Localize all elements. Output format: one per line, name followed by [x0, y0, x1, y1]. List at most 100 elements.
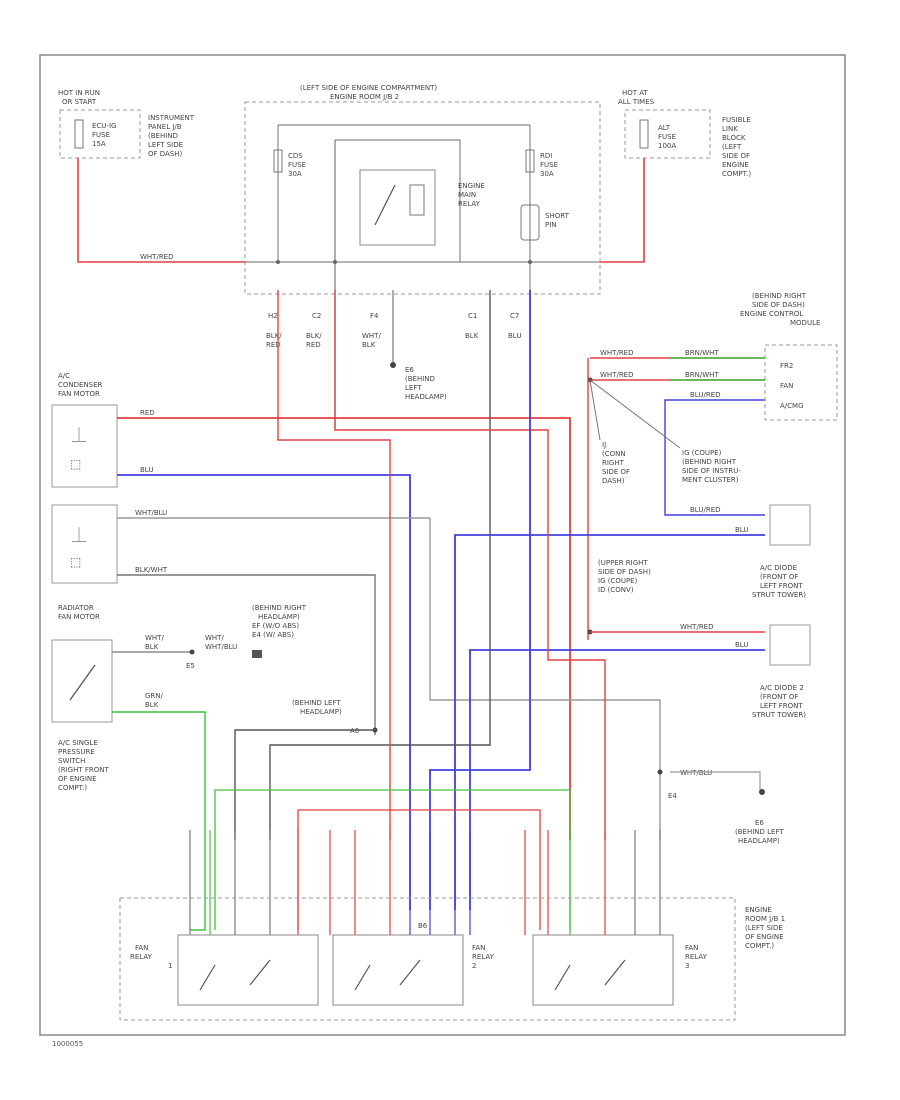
acsw-4: (RIGHT FRONT	[58, 766, 109, 774]
upper-right-2: SIDE OF DASH)	[598, 568, 651, 576]
wire-grn-blk-b: BLK	[145, 701, 159, 709]
fusible-6: ENGINE	[722, 161, 749, 169]
e6-top-1: E6	[405, 366, 414, 374]
wire-wht-red-ecm2: WHT/RED	[600, 371, 634, 379]
ig-4: MENT CLUSTER)	[682, 476, 739, 484]
hot-run-line-2: OR START	[62, 98, 97, 106]
fr1-2: RELAY	[130, 953, 153, 961]
fan-motor-2-box: ⏊ ⬚	[51, 504, 118, 584]
fan-relay-3	[532, 934, 674, 1006]
rdi-fuse-2: FUSE	[540, 161, 558, 169]
ij-5: DASH)	[602, 477, 625, 485]
pin-c7: C7	[510, 312, 519, 320]
diode1-connector	[769, 504, 811, 546]
erjb1-3: (LEFT SIDE	[745, 924, 783, 932]
short-pin-1: SHORT	[545, 212, 570, 220]
hot-at-2: ALL TIMES	[618, 98, 655, 106]
junction-e4	[657, 769, 663, 775]
wire-wht-blk-rad-a: WHT/	[145, 634, 164, 642]
inst-panel-3: (BEHIND	[148, 132, 178, 140]
ecm-2: SIDE OF DASH)	[752, 301, 805, 309]
svg-text:⏊: ⏊	[72, 427, 86, 444]
wire-blu-red-ecm: BLU/RED	[690, 391, 721, 399]
upper-right-3: IG (COUPE)	[598, 577, 638, 585]
erjb1-4: OF ENGINE	[745, 933, 784, 941]
fr2-2: RELAY	[472, 953, 495, 961]
fusible-5: SIDE OF	[722, 152, 750, 160]
engine-control-module: (BEHIND RIGHT SIDE OF DASH) ENGINE CONTR…	[740, 292, 838, 421]
pin-h2: H2	[268, 312, 278, 320]
wire-brn-wht-ecm2: BRN/WHT	[685, 371, 719, 379]
wire-wht-blu-1: WHT/BLU	[135, 509, 167, 517]
brh-4: E4 (W/ ABS)	[252, 631, 294, 639]
top-pin-row: H2 C2 F4 C1 C7 BLK/ RED BLK/ RED WHT/ BL…	[266, 312, 521, 349]
e6-top-3: LEFT	[405, 384, 422, 392]
wire-wht-blk-b: BLK	[362, 341, 376, 349]
ecm-3: ENGINE CONTROL	[740, 310, 803, 318]
diagram-border	[39, 54, 846, 1036]
pin-b6: B6	[418, 922, 428, 930]
hot-run-line-1: HOT IN RUN	[58, 89, 100, 97]
wire-blk-red-2b: RED	[306, 341, 321, 349]
acc-1: A/C	[58, 372, 70, 380]
wire-blu-d2: BLU	[735, 641, 748, 649]
emr-2: MAIN	[458, 191, 476, 199]
ecu-fuse-1: ECU-IG	[92, 122, 116, 130]
alt-fuse-2: FUSE	[658, 133, 676, 141]
wire-blu-c7: BLU	[508, 332, 521, 340]
fusible-7: COMPT.)	[722, 170, 751, 178]
acc-3: FAN MOTOR	[58, 390, 100, 398]
wire-grn-blk-a: GRN/	[145, 692, 164, 700]
ecm-1: (BEHIND RIGHT	[752, 292, 807, 300]
ecm-pin-fr2: FR2	[780, 362, 793, 370]
e6-top-2: (BEHIND	[405, 375, 435, 383]
fusible-3: BLOCK	[722, 134, 746, 142]
wire-wht-blu-rad-a: WHT/	[205, 634, 224, 642]
ecm-pin-fan: FAN	[780, 382, 793, 390]
fan-relay-1	[177, 934, 319, 1006]
wire-blu-cond: BLU	[140, 466, 153, 474]
svg-text:⏊: ⏊	[72, 527, 86, 544]
brh-2: HEADLAMP)	[258, 613, 300, 621]
acsw-2: PRESSURE	[58, 748, 95, 756]
rdi-fuse-3: 30A	[540, 170, 554, 178]
alt-fuse-block: HOT AT ALL TIMES ALT FUSE 100A FUSIBLE L…	[618, 89, 751, 178]
ac-condenser-fan-motor: A/C CONDENSER FAN MOTOR ⏊ ⬚	[51, 372, 118, 488]
brh-3: EF (W/O ABS)	[252, 622, 299, 630]
wire-wht-red-ecm: WHT/RED	[600, 349, 634, 357]
rdi-fuse-1: RDI	[540, 152, 552, 160]
ecm-4: MODULE	[790, 319, 820, 327]
diode1-2: (FRONT OF	[760, 573, 798, 581]
fusible-4: (LEFT	[722, 143, 742, 151]
pin-a6: A6	[350, 727, 360, 735]
rad-2: FAN MOTOR	[58, 613, 100, 621]
wire-blk-red-1b: RED	[266, 341, 281, 349]
wire-blu-d1: BLU	[735, 526, 748, 534]
inst-panel-4: LEFT SIDE	[148, 141, 183, 149]
cds-fuse-2: FUSE	[288, 161, 306, 169]
wire-wht-blk-a: WHT/	[362, 332, 381, 340]
diode2-4: STRUT TOWER)	[752, 711, 806, 719]
engine-room-jb2: (LEFT SIDE OF ENGINE COMPARTMENT) ENGINE…	[244, 84, 601, 430]
brh-1: (BEHIND RIGHT	[252, 604, 307, 612]
diode1-4: STRUT TOWER)	[752, 591, 806, 599]
ground-e6-top	[390, 362, 396, 368]
radiator-fan-motor: RADIATOR FAN MOTOR	[51, 604, 113, 723]
erjb1-5: COMPT.)	[745, 942, 774, 950]
e6-bot-2: (BEHIND LEFT	[735, 828, 784, 836]
acsw-1: A/C SINGLE	[58, 739, 98, 747]
pin-c2: C2	[312, 312, 321, 320]
diode1-3: LEFT FRONT	[760, 582, 803, 590]
erjb1-2: ROOM J/B 1	[745, 915, 785, 923]
wire-wht-blu-e4: WHT/BLU	[680, 769, 712, 777]
fusible-2: LINK	[722, 125, 738, 133]
ij-2: (CONN	[602, 450, 626, 458]
ground-symbol-right-headlamp	[252, 650, 262, 658]
wire-blk-red-2a: BLK/	[306, 332, 322, 340]
acsw-5: OF ENGINE	[58, 775, 97, 783]
relay-feed-wires	[189, 830, 661, 935]
diode1-1: A/C DIODE	[760, 564, 797, 572]
ig-3: SIDE OF INSTRU-	[682, 467, 741, 475]
wire-wht-red-d2: WHT/RED	[680, 623, 714, 631]
